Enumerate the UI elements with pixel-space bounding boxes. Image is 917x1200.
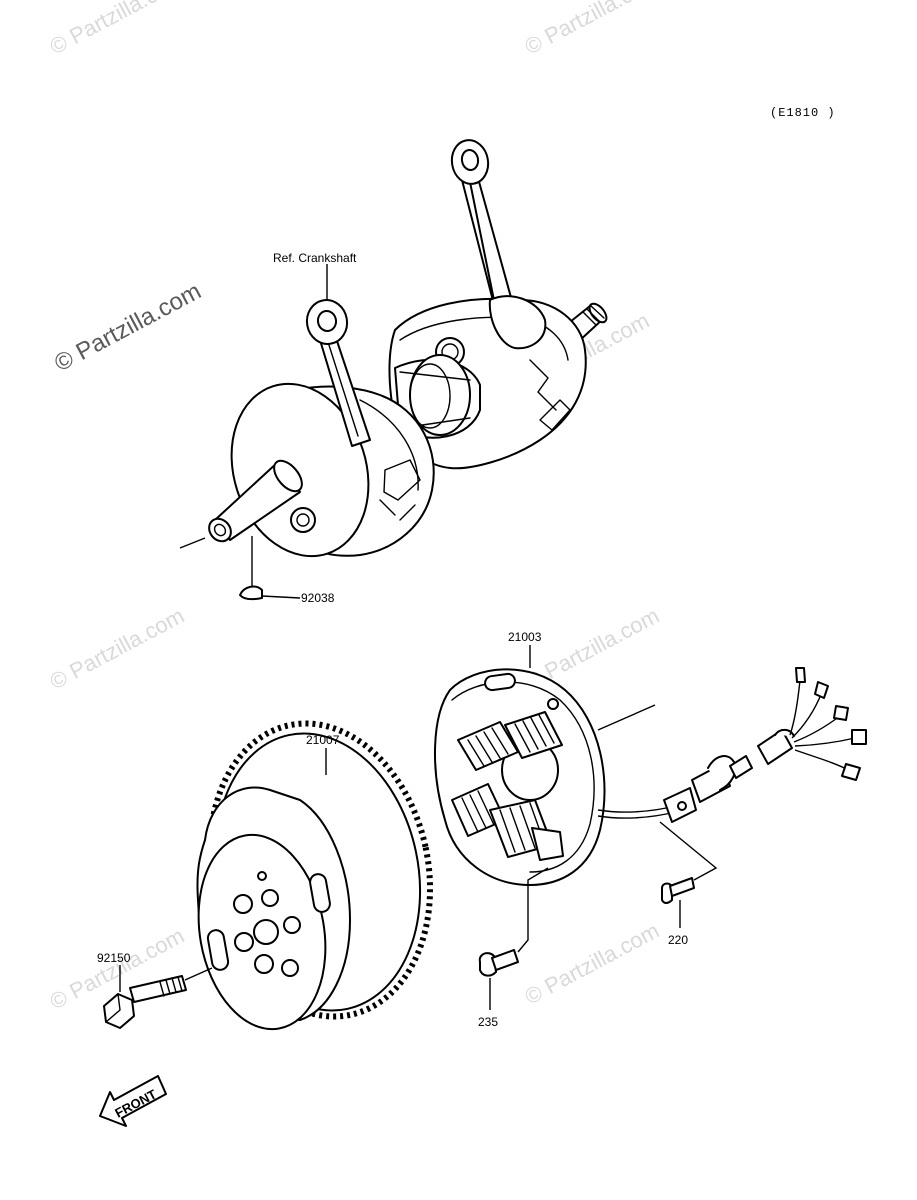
front-arrow: FRONT [99,1075,167,1127]
label-ref-crankshaft: Ref. Crankshaft [273,251,357,265]
watermark-top-left: © Partzilla.com [46,0,189,59]
stator-drawing [434,667,867,886]
label-92038: 92038 [301,591,335,605]
diagram-code: (E1810 ) [770,106,836,120]
flywheel-drawing [196,720,434,1031]
label-21007: 21007 [306,733,340,747]
label-235: 235 [478,1015,498,1029]
watermark-mid-left: © Partzilla.com [46,603,189,695]
screw-235-drawing [478,867,549,1010]
label-92150: 92150 [97,951,131,965]
watermark-bottom-right: © Partzilla.com [521,918,664,1010]
watermark-main: © Partzilla.com [50,278,205,378]
bolt-92150-drawing [103,965,213,1029]
label-220: 220 [668,933,688,947]
crankshaft-drawing [179,139,608,558]
watermark-top-right: © Partzilla.com [521,0,664,59]
screw-220-drawing [659,821,718,928]
label-21003: 21003 [508,630,542,644]
key-92038-drawing [239,536,301,601]
